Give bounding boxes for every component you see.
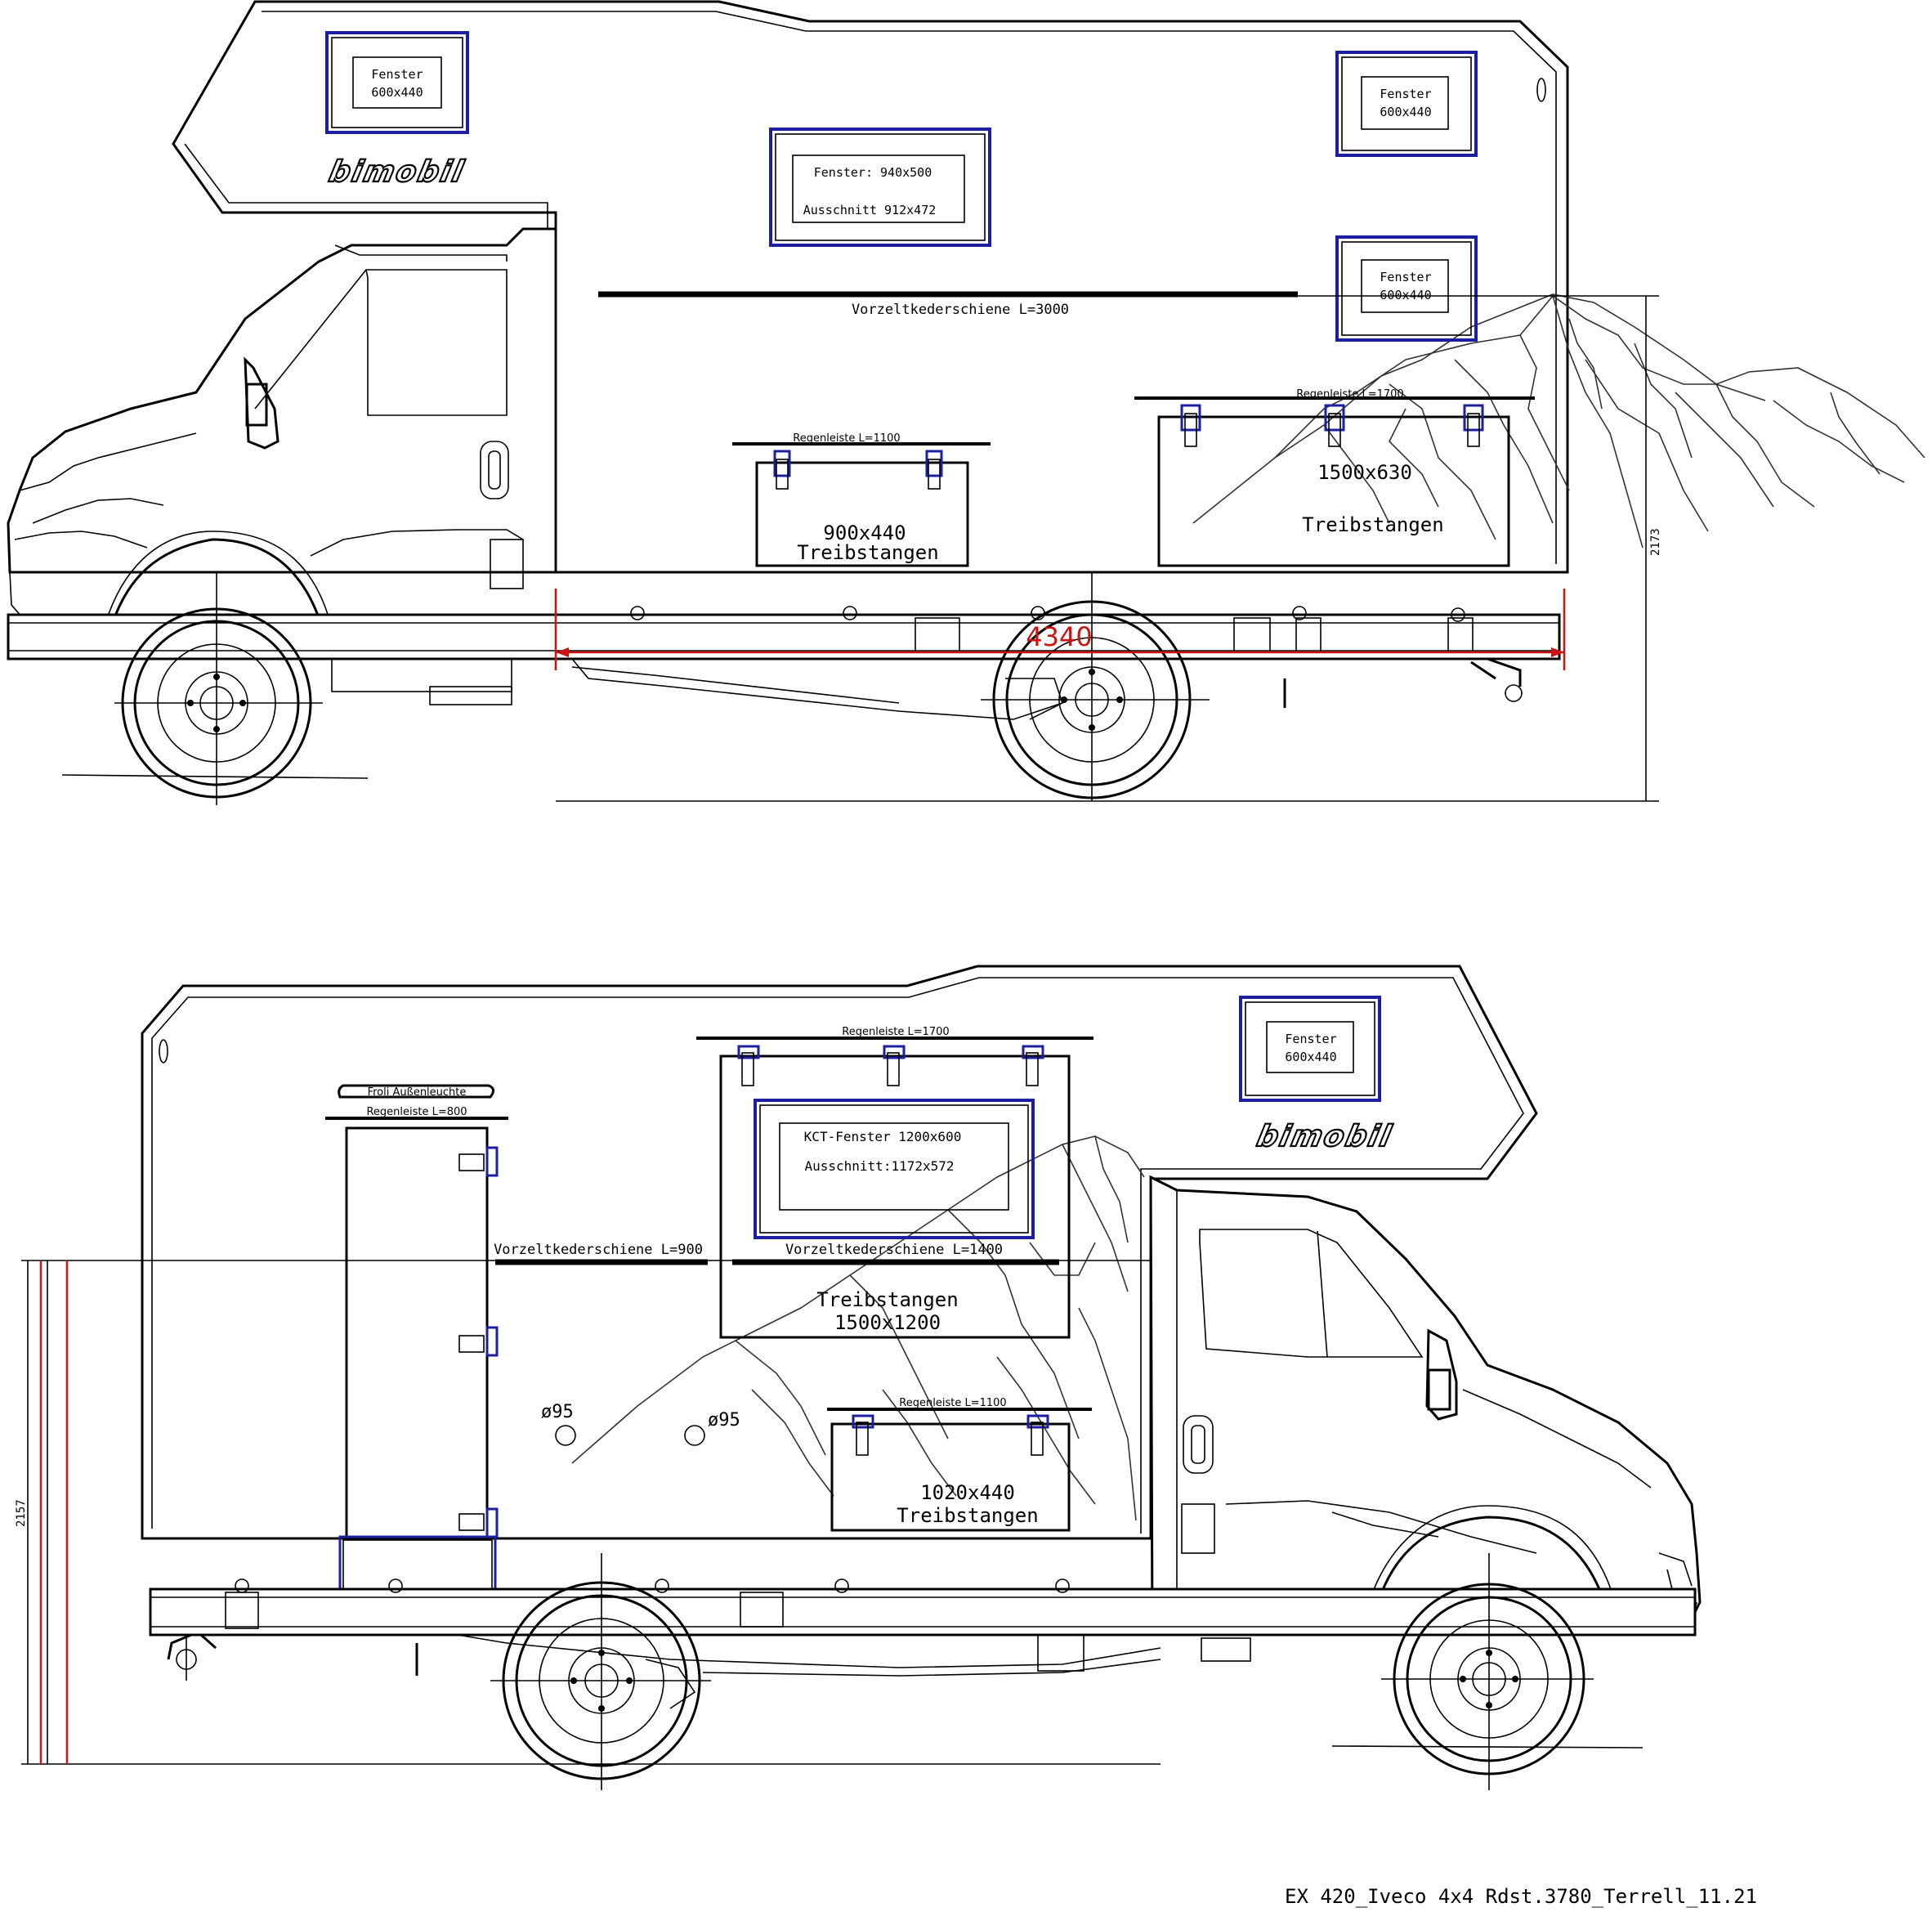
- top-front-wheel: [61, 572, 369, 805]
- bottom-hatch-small-size: 1020x440: [920, 1481, 1015, 1504]
- bottom-brand-logo: bimobil: [1254, 1118, 1396, 1153]
- window-size-2: Ausschnitt 912x472: [803, 203, 937, 217]
- top-window-rear-lower: Fenster 600x440: [1335, 235, 1478, 342]
- bottom-rain-gutter-hatch-label: Regenleiste L=1700: [842, 1026, 949, 1038]
- bottom-vent-2-label: ø95: [708, 1410, 740, 1431]
- top-hatch-small: [755, 461, 969, 567]
- top-mountain-sketch: [1192, 293, 1925, 549]
- bottom-view: Fenster 600x440 bimobil Froli Außenleuch…: [15, 965, 1702, 1790]
- bottom-vent-2: [684, 1425, 705, 1446]
- bottom-hatch-small: Regenleiste L=1100 1020x440 Treibstangen: [827, 1397, 1092, 1532]
- bottom-vent-1: [555, 1425, 576, 1446]
- bottom-window-large-size: Ausschnitt:1172x572: [804, 1158, 954, 1174]
- top-rear-handle: [1536, 78, 1546, 102]
- bottom-awning-rail-left-label: Vorzeltkederschiene L=900: [494, 1242, 703, 1258]
- top-brand-logo: bimobil: [326, 154, 468, 189]
- top-hatch-small-label: Treibstangen: [797, 541, 938, 564]
- window-label-3: Fenster: [1380, 87, 1431, 101]
- bottom-rear-wheel: [490, 1553, 711, 1790]
- bottom-window-small-size: 600x440: [1285, 1050, 1336, 1064]
- bottom-rain-gutter-small-label: Regenleiste L=1100: [899, 1397, 1006, 1409]
- bottom-rear-handle: [159, 1039, 168, 1063]
- top-body-inner-outline: [262, 11, 1557, 564]
- top-rain-gutter-large-label: Regenleiste L=1700: [1296, 388, 1403, 401]
- top-window-center: Fenster: 940x500 Ausschnitt 912x472: [769, 128, 991, 247]
- bottom-awning-rail-right-label: Vorzeltkederschiene L=1400: [785, 1242, 1003, 1258]
- bottom-chassis: [149, 1578, 1697, 1681]
- bottom-truck-cab: [1149, 1175, 1702, 1637]
- bottom-window-small: Fenster 600x440: [1239, 996, 1381, 1102]
- bottom-window-large-label: KCT-Fenster 1200x600: [804, 1129, 962, 1144]
- window-size-1: 600x440: [371, 85, 423, 100]
- top-hatch-small-size: 900x440: [823, 522, 906, 544]
- top-height-dimension-value: 2173: [1649, 528, 1662, 556]
- window-size-3: 600x440: [1380, 105, 1431, 119]
- top-window-rear-upper: Fenster 600x440: [1335, 51, 1478, 157]
- top-hatch-large: [1157, 415, 1510, 567]
- top-window-front: Fenster 600x440: [325, 31, 469, 134]
- bottom-hatch-large-label: Treibstangen: [816, 1288, 958, 1311]
- top-awning-rail-label: Vorzeltkederschiene L=3000: [852, 302, 1069, 318]
- drawing-title-block: EX 420_Iveco 4x4 Rdst.3780_Terrell_11.21: [1285, 1885, 1757, 1908]
- window-label-1: Fenster: [371, 67, 423, 82]
- bottom-hatch-large-size: 1500x1200: [834, 1311, 941, 1334]
- top-rain-gutter-small-label: Regenleiste L=1100: [793, 432, 900, 445]
- window-size-4: 600x440: [1380, 288, 1431, 302]
- bottom-front-wheel: [1331, 1553, 1644, 1790]
- bottom-rain-gutter-door-label: Regenleiste L=800: [366, 1106, 467, 1118]
- bottom-hatch-large: Regenleiste L=1700 KCT-Fenster 1200x600 …: [696, 1026, 1093, 1339]
- top-view: Fenster 600x440 Fenster: 940x500 Ausschn…: [7, 0, 1925, 805]
- bottom-height-dimension-value: 2157: [15, 1499, 28, 1527]
- top-length-dimension-value: 4340: [1026, 621, 1092, 652]
- top-body-outline: [172, 0, 1569, 574]
- bottom-entry-door: Froli Außenleuchte Regenleiste L=800: [325, 1084, 508, 1604]
- top-hatch-large-size: 1500x630: [1317, 461, 1412, 484]
- bottom-vent-1-label: ø95: [541, 1402, 574, 1422]
- top-hatch-large-label: Treibstangen: [1302, 513, 1443, 536]
- top-rear-wheel: [981, 572, 1210, 801]
- window-label-4: Fenster: [1380, 270, 1431, 284]
- bottom-light-label: Froli Außenleuchte: [368, 1086, 467, 1099]
- window-label-2: Fenster: 940x500: [814, 165, 932, 180]
- bottom-hatch-small-label: Treibstangen: [897, 1504, 1038, 1527]
- bottom-mountain-sketch: [571, 1135, 1145, 1521]
- top-truck-cab: [7, 227, 557, 655]
- bottom-window-small-label: Fenster: [1285, 1032, 1336, 1046]
